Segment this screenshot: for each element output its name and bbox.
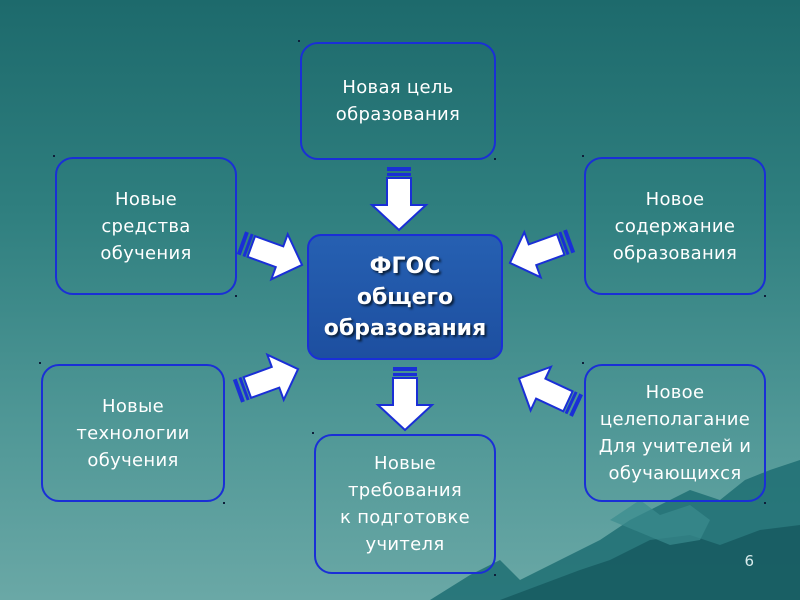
center-fgos-label: ФГОС общего образования — [323, 253, 487, 341]
corner-dot — [764, 295, 766, 297]
corner-dot — [298, 40, 300, 42]
corner-dot — [582, 155, 584, 157]
box-new-learning-means-label: Новые средства обучения — [100, 188, 192, 264]
corner-dot — [312, 432, 314, 434]
box-new-education-content: Новое содержание образования — [584, 157, 766, 295]
box-new-teacher-requirements-label: Новые требования к подготовке учителя — [340, 453, 470, 555]
corner-dot — [582, 362, 584, 364]
box-new-education-content-label: Новое содержание образования — [612, 188, 738, 264]
box-new-education-goal-label: Новая цель образования — [335, 77, 461, 125]
box-new-goal-setting-label: Новое целеполагание Для учителей и обуча… — [598, 382, 752, 484]
center-fgos-box: ФГОС общего образования — [307, 234, 503, 360]
box-new-learning-means: Новые средства обучения — [55, 157, 237, 295]
box-new-education-goal: Новая цель образования — [300, 42, 496, 160]
corner-dot — [494, 574, 496, 576]
corner-dot — [39, 362, 41, 364]
corner-dot — [764, 502, 766, 504]
corner-dot — [235, 295, 237, 297]
corner-dot — [494, 158, 496, 160]
box-new-goal-setting: Новое целеполагание Для учителей и обуча… — [584, 364, 766, 502]
corner-dot — [53, 155, 55, 157]
box-new-learning-technologies: Новые технологии обучения — [41, 364, 225, 502]
box-new-learning-technologies-label: Новые технологии обучения — [76, 395, 190, 471]
slide-number: 6 — [744, 552, 754, 570]
corner-dot — [223, 502, 225, 504]
box-new-teacher-requirements: Новые требования к подготовке учителя — [314, 434, 496, 574]
